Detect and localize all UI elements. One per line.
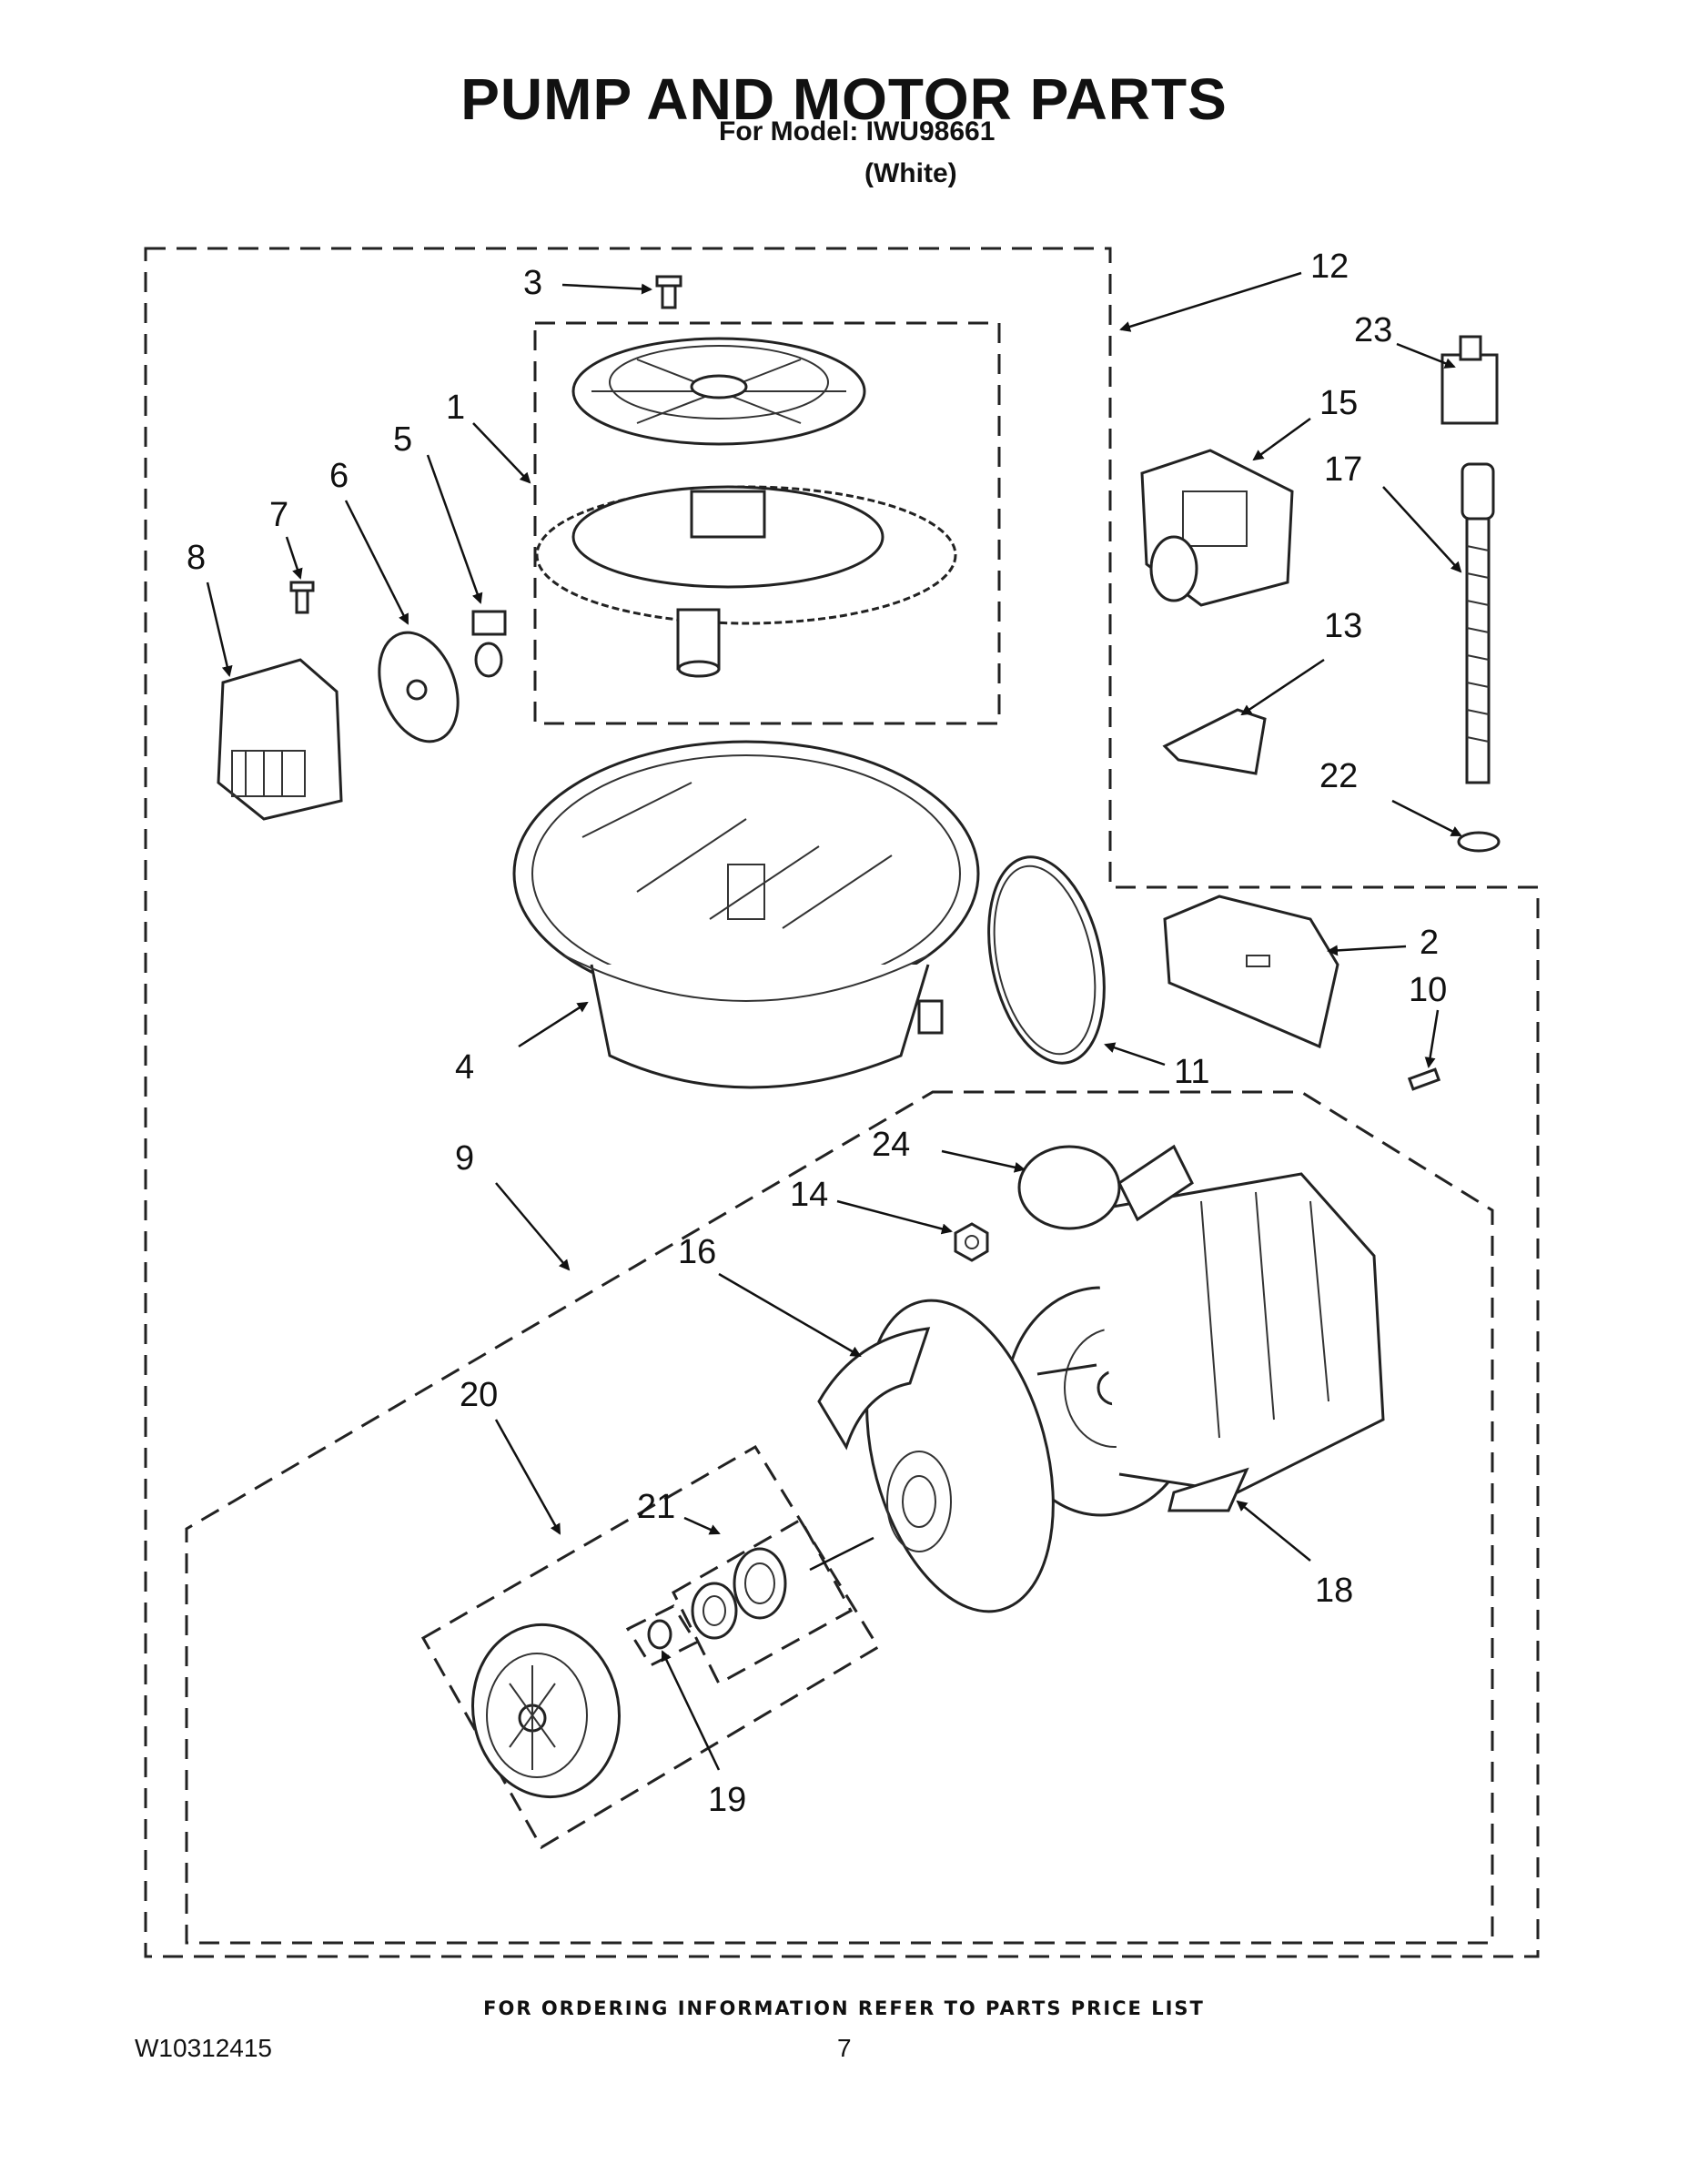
callout-8: 8: [187, 539, 206, 577]
callout-17: 17: [1324, 450, 1362, 489]
nut-part-14: [954, 1222, 989, 1262]
callout-labels: 3 1 5 6 7 8 12 23 15 17 13 22 2 10 11 4 …: [187, 248, 1447, 1819]
washer-part-19: [647, 1619, 672, 1650]
part-1-group-box: [533, 321, 1001, 725]
callout-7: 7: [269, 496, 288, 534]
callout-24: 24: [872, 1126, 910, 1164]
callout-5: 5: [393, 420, 412, 459]
callout-11: 11: [1174, 1053, 1209, 1091]
callout-3: 3: [523, 264, 542, 302]
screw-part-7: [289, 581, 315, 614]
screw-part-10: [1407, 1067, 1441, 1091]
connector-part-8: [217, 658, 343, 821]
pump-impeller-ring-part: [535, 485, 957, 678]
outer-assembly-boundary: [144, 247, 1540, 1958]
callout-9: 9: [455, 1139, 474, 1178]
screw-part-3: [655, 275, 682, 309]
clip-part-5: [471, 610, 507, 678]
clamp-part-22: [1457, 831, 1501, 853]
seal-part-21: [691, 1547, 787, 1640]
gasket-part-11: [987, 855, 1106, 1065]
page-number: 7: [837, 2034, 852, 2062]
hose-part-17: [1461, 462, 1495, 784]
impeller-part-20: [471, 1623, 621, 1799]
washer-box: [625, 1604, 699, 1667]
callout-1: 1: [446, 389, 465, 427]
callout-13: 13: [1324, 607, 1362, 645]
drain-pump-part-15: [1140, 449, 1294, 607]
callout-4: 4: [455, 1048, 474, 1087]
pump-cover-part: [571, 337, 866, 446]
disc-part-6: [378, 631, 460, 743]
housing-part-2: [1163, 895, 1339, 1049]
seal-kit-box: [672, 1517, 854, 1686]
page-title: PUMP AND MOTOR PARTS: [460, 66, 1228, 132]
callout-18: 18: [1315, 1572, 1353, 1610]
model-label: For Model: IWU98661: [719, 116, 996, 147]
sensor-part-23: [1440, 335, 1499, 425]
motor-group-boundary: [185, 1090, 1494, 1945]
sump-part-4: [512, 740, 980, 1089]
callout-16: 16: [678, 1233, 716, 1271]
volute-part-16: [817, 1299, 1055, 1613]
capacitor-part-24: [1017, 1144, 1194, 1230]
callout-10: 10: [1409, 971, 1447, 1009]
leader-lines: [206, 271, 1462, 1771]
callout-23: 23: [1354, 311, 1392, 349]
callout-21: 21: [637, 1488, 675, 1526]
callout-2: 2: [1420, 924, 1439, 962]
callout-6: 6: [329, 457, 349, 495]
shaft-alignment-line: [809, 1536, 874, 1572]
callout-15: 15: [1319, 384, 1358, 422]
color-label: (White): [864, 158, 957, 188]
callout-20: 20: [460, 1376, 498, 1414]
bracket-part-13: [1162, 708, 1267, 775]
document-number: W10312415: [135, 2034, 273, 2062]
ordering-info-note: FOR ORDERING INFORMATION REFER TO PARTS …: [483, 1997, 1205, 2019]
motor-part-18: [1004, 1172, 1385, 1517]
callout-19: 19: [708, 1781, 746, 1819]
callout-12: 12: [1310, 248, 1349, 286]
callout-22: 22: [1319, 757, 1358, 795]
callout-14: 14: [790, 1176, 828, 1214]
